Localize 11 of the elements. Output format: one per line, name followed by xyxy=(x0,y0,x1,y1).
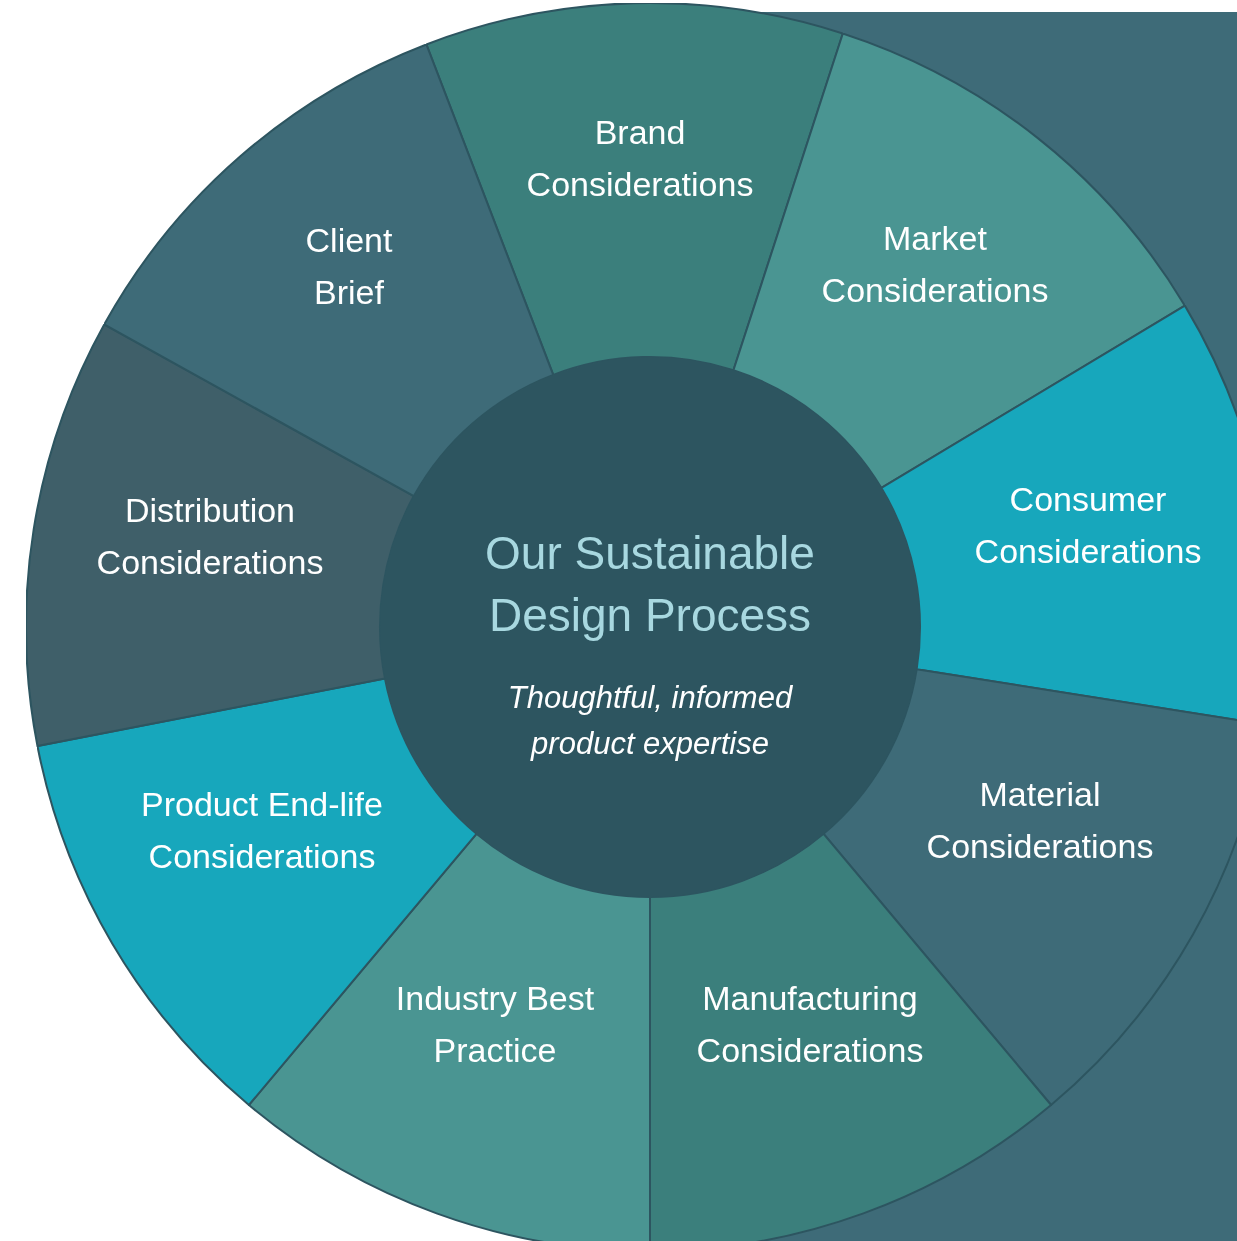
segment-label: Distribution Considerations xyxy=(95,490,325,583)
segment-label: Brand Considerations xyxy=(525,112,755,205)
segment-label: Material Considerations xyxy=(925,774,1155,867)
segment-label: Product End-life Considerations xyxy=(140,784,384,877)
segment-label: Manufacturing Considerations xyxy=(695,978,925,1071)
segment-label: Market Considerations xyxy=(820,218,1050,311)
segment-label: Consumer Considerations xyxy=(973,479,1203,572)
center-subtitle: Thoughtful, informed product expertise xyxy=(506,679,794,763)
segment-label: Industry Best Practice xyxy=(394,978,596,1071)
segment-label: Client Brief xyxy=(304,220,394,313)
center-title: Our Sustainable Design Process xyxy=(484,526,816,643)
